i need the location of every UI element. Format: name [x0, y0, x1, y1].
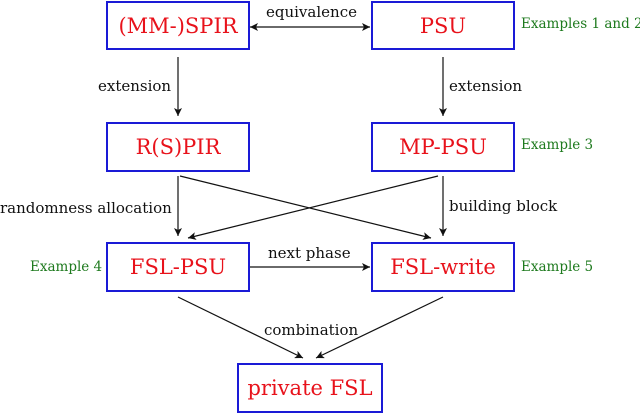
edge-mppsu-to-fslpsu: [187, 175, 439, 240]
label-building-block: building block: [449, 197, 558, 215]
label-extension-left: extension: [98, 77, 172, 95]
note-examples-1-2: Examples 1 and 2: [521, 16, 640, 32]
note-example-5: Example 5: [521, 259, 594, 275]
note-example-3: Example 3: [521, 137, 594, 153]
label-combination: combination: [264, 321, 359, 339]
node-psu: PSU: [371, 1, 515, 50]
node-rspir: R(S)PIR: [106, 122, 250, 172]
node-private-fsl: private FSL: [237, 363, 383, 413]
edge-fslwrite-to-privatefsl: [315, 296, 444, 359]
edge-fslpsu-to-privatefsl: [177, 296, 304, 359]
label-randomness-allocation: randomness allocation: [0, 199, 172, 217]
edge-rspir-to-fslwrite: [179, 175, 432, 240]
node-fslpsu: FSL-PSU: [106, 242, 250, 292]
node-mmspir: (MM-)SPIR: [106, 1, 250, 50]
label-next-phase: next phase: [268, 244, 351, 262]
node-mppsu: MP-PSU: [371, 122, 515, 172]
label-extension-right: extension: [449, 77, 523, 95]
label-equivalence: equivalence: [266, 3, 357, 21]
note-example-4: Example 4: [30, 259, 103, 275]
node-fslwrite: FSL-write: [371, 242, 515, 292]
